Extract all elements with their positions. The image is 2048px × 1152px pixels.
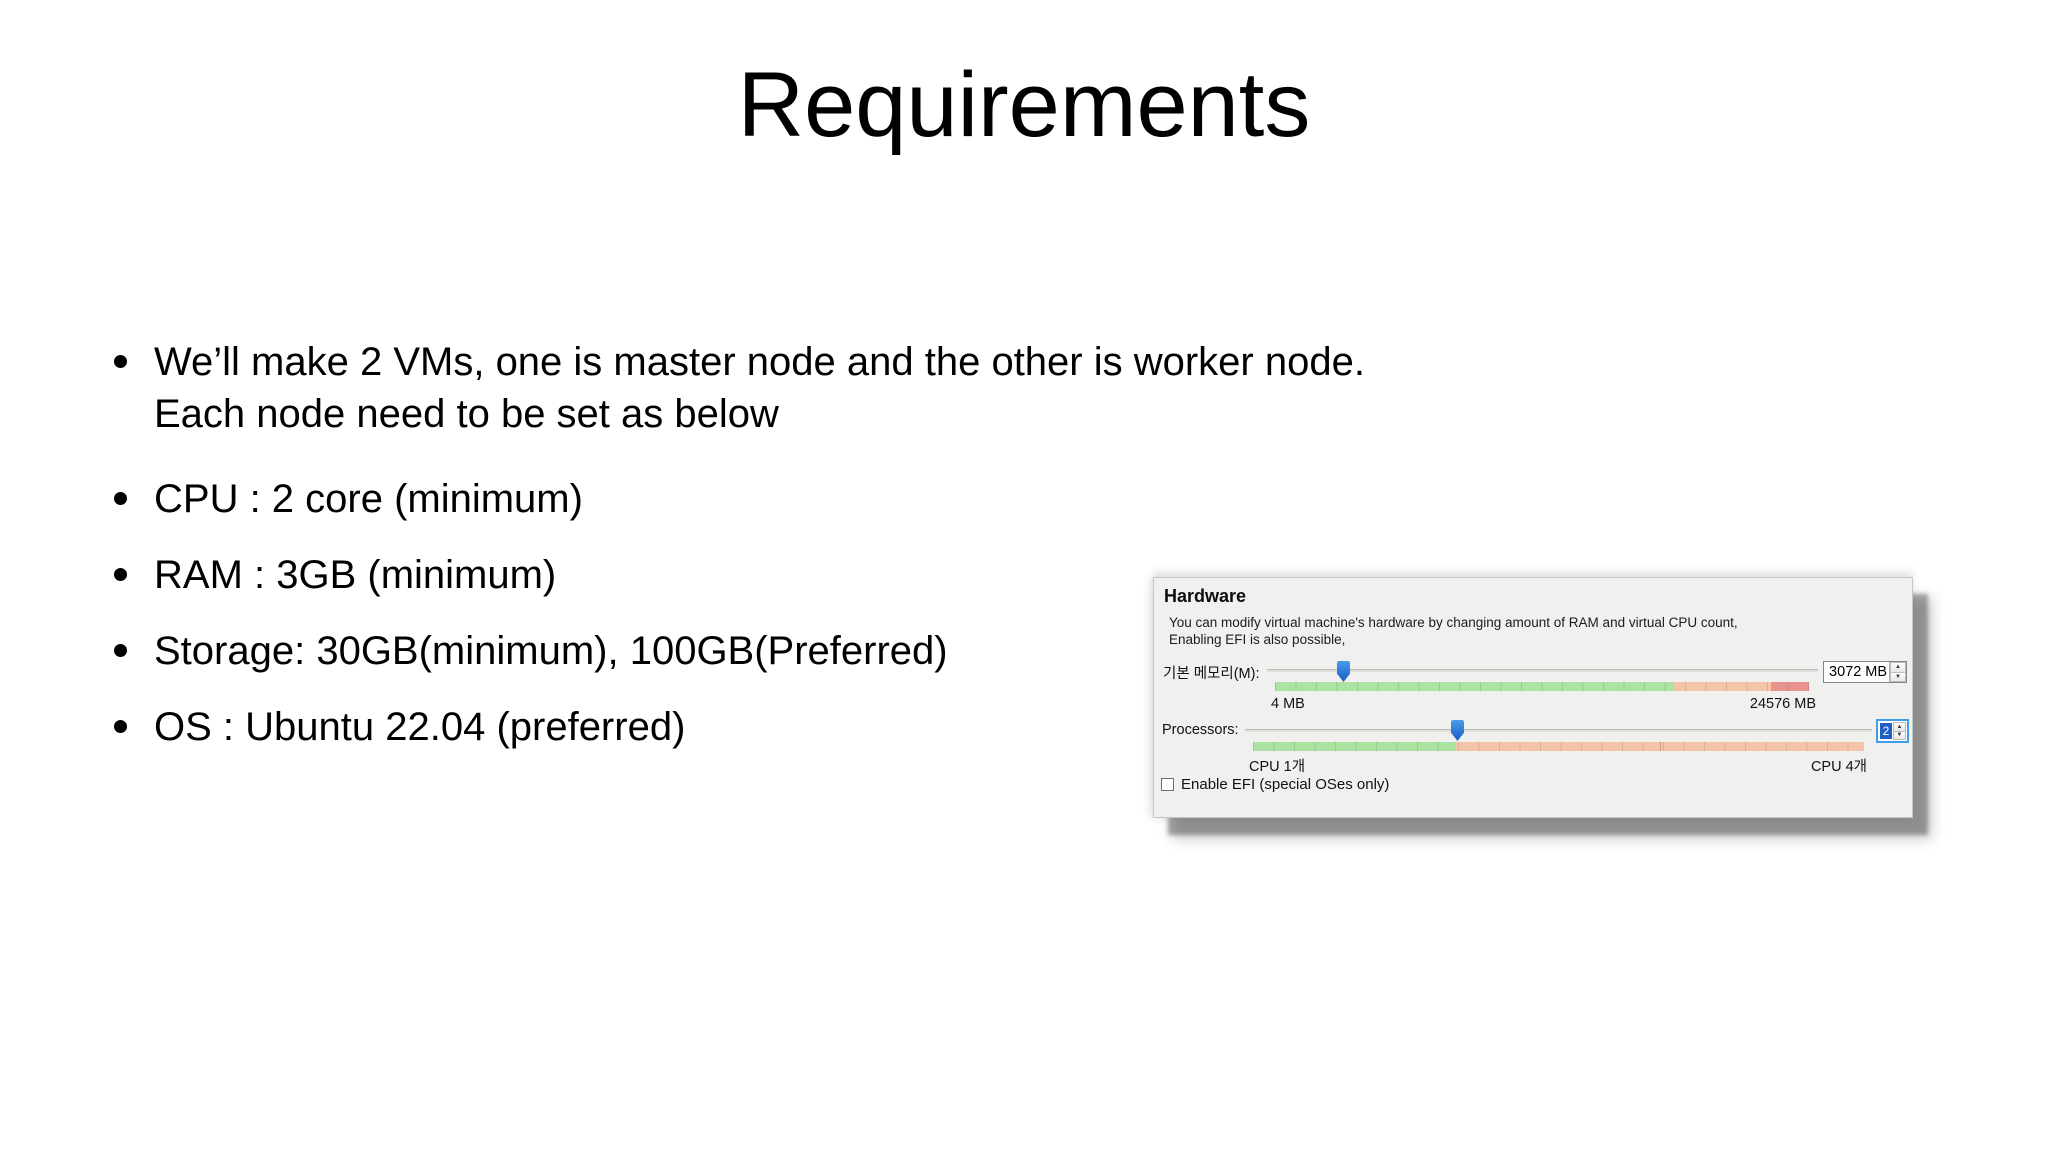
bullet-list: We’ll make 2 VMs, one is master node and… xyxy=(108,336,1668,777)
bullet-icon xyxy=(114,355,127,368)
processors-max-label: CPU 4개 xyxy=(1810,759,1867,775)
hardware-dialog: Hardware You can modify virtual machine'… xyxy=(1153,577,1913,818)
efi-checkbox-label: Enable EFI (special OSes only) xyxy=(1181,776,1390,793)
bullet-text-line: We’ll make 2 VMs, one is master node and… xyxy=(154,340,1365,384)
bullet-text-line: Each node need to be set as below xyxy=(154,392,779,436)
spin-up-icon[interactable]: ▲ xyxy=(1893,722,1906,731)
memory-spinner: ▲ ▼ xyxy=(1889,662,1906,682)
bullet-icon xyxy=(114,492,127,505)
bullet-icon xyxy=(114,720,127,733)
processors-spinbox-value[interactable]: 2 xyxy=(1880,723,1892,739)
gauge-salmon-segment xyxy=(1673,682,1772,691)
memory-min-label: 4 MB xyxy=(1271,696,1305,712)
memory-spinbox[interactable]: 3072 MB ▲ ▼ xyxy=(1823,661,1907,683)
memory-slider-thumb[interactable] xyxy=(1337,661,1350,682)
processors-min-label: CPU 1개 xyxy=(1249,759,1306,775)
spin-up-icon[interactable]: ▲ xyxy=(1890,662,1906,672)
memory-slider-track[interactable] xyxy=(1267,669,1818,672)
gauge-tick xyxy=(1659,742,1661,751)
dialog-title: Hardware xyxy=(1164,586,1247,606)
spin-down-icon[interactable]: ▼ xyxy=(1890,671,1906,682)
memory-label: 기본 메모리(M): xyxy=(1163,666,1260,682)
memory-spinbox-value[interactable]: 3072 MB xyxy=(1829,664,1888,680)
bullet-text-line: CPU : 2 core (minimum) xyxy=(154,477,583,521)
list-item: We’ll make 2 VMs, one is master node and… xyxy=(108,336,1668,440)
spin-down-icon[interactable]: ▼ xyxy=(1893,730,1906,740)
list-item: RAM : 3GB (minimum) xyxy=(108,549,1668,601)
gauge-green-segment xyxy=(1253,742,1457,751)
list-item: CPU : 2 core (minimum) xyxy=(108,473,1668,525)
memory-range-gauge xyxy=(1275,682,1809,691)
list-item: OS : Ubuntu 22.04 (preferred) xyxy=(108,701,1668,753)
list-item: Storage: 30GB(minimum), 100GB(Preferred) xyxy=(108,625,1668,677)
bullet-icon xyxy=(114,568,127,581)
memory-max-label: 24576 MB xyxy=(1749,696,1816,712)
dialog-description-line2: Enabling EFI is also possible, xyxy=(1169,632,1346,647)
processors-spinbox[interactable]: 2 ▲ ▼ xyxy=(1876,719,1909,743)
efi-checkbox[interactable] xyxy=(1161,778,1174,791)
processors-spinner: ▲ ▼ xyxy=(1893,722,1906,740)
gauge-red-segment xyxy=(1771,682,1809,691)
bullet-text-line: Storage: 30GB(minimum), 100GB(Preferred) xyxy=(154,629,948,673)
bullet-text-line: OS : Ubuntu 22.04 (preferred) xyxy=(154,705,686,749)
processors-range-gauge xyxy=(1253,742,1864,751)
bullet-icon xyxy=(114,644,127,657)
processors-slider-thumb[interactable] xyxy=(1451,720,1464,741)
processors-label: Processors: xyxy=(1162,722,1239,738)
processors-slider-track[interactable] xyxy=(1245,729,1872,732)
gauge-green-segment xyxy=(1275,682,1674,691)
dialog-description-line1: You can modify virtual machine's hardwar… xyxy=(1169,615,1738,630)
page-title: Requirements xyxy=(737,54,1311,156)
bullet-text-line: RAM : 3GB (minimum) xyxy=(154,553,557,597)
